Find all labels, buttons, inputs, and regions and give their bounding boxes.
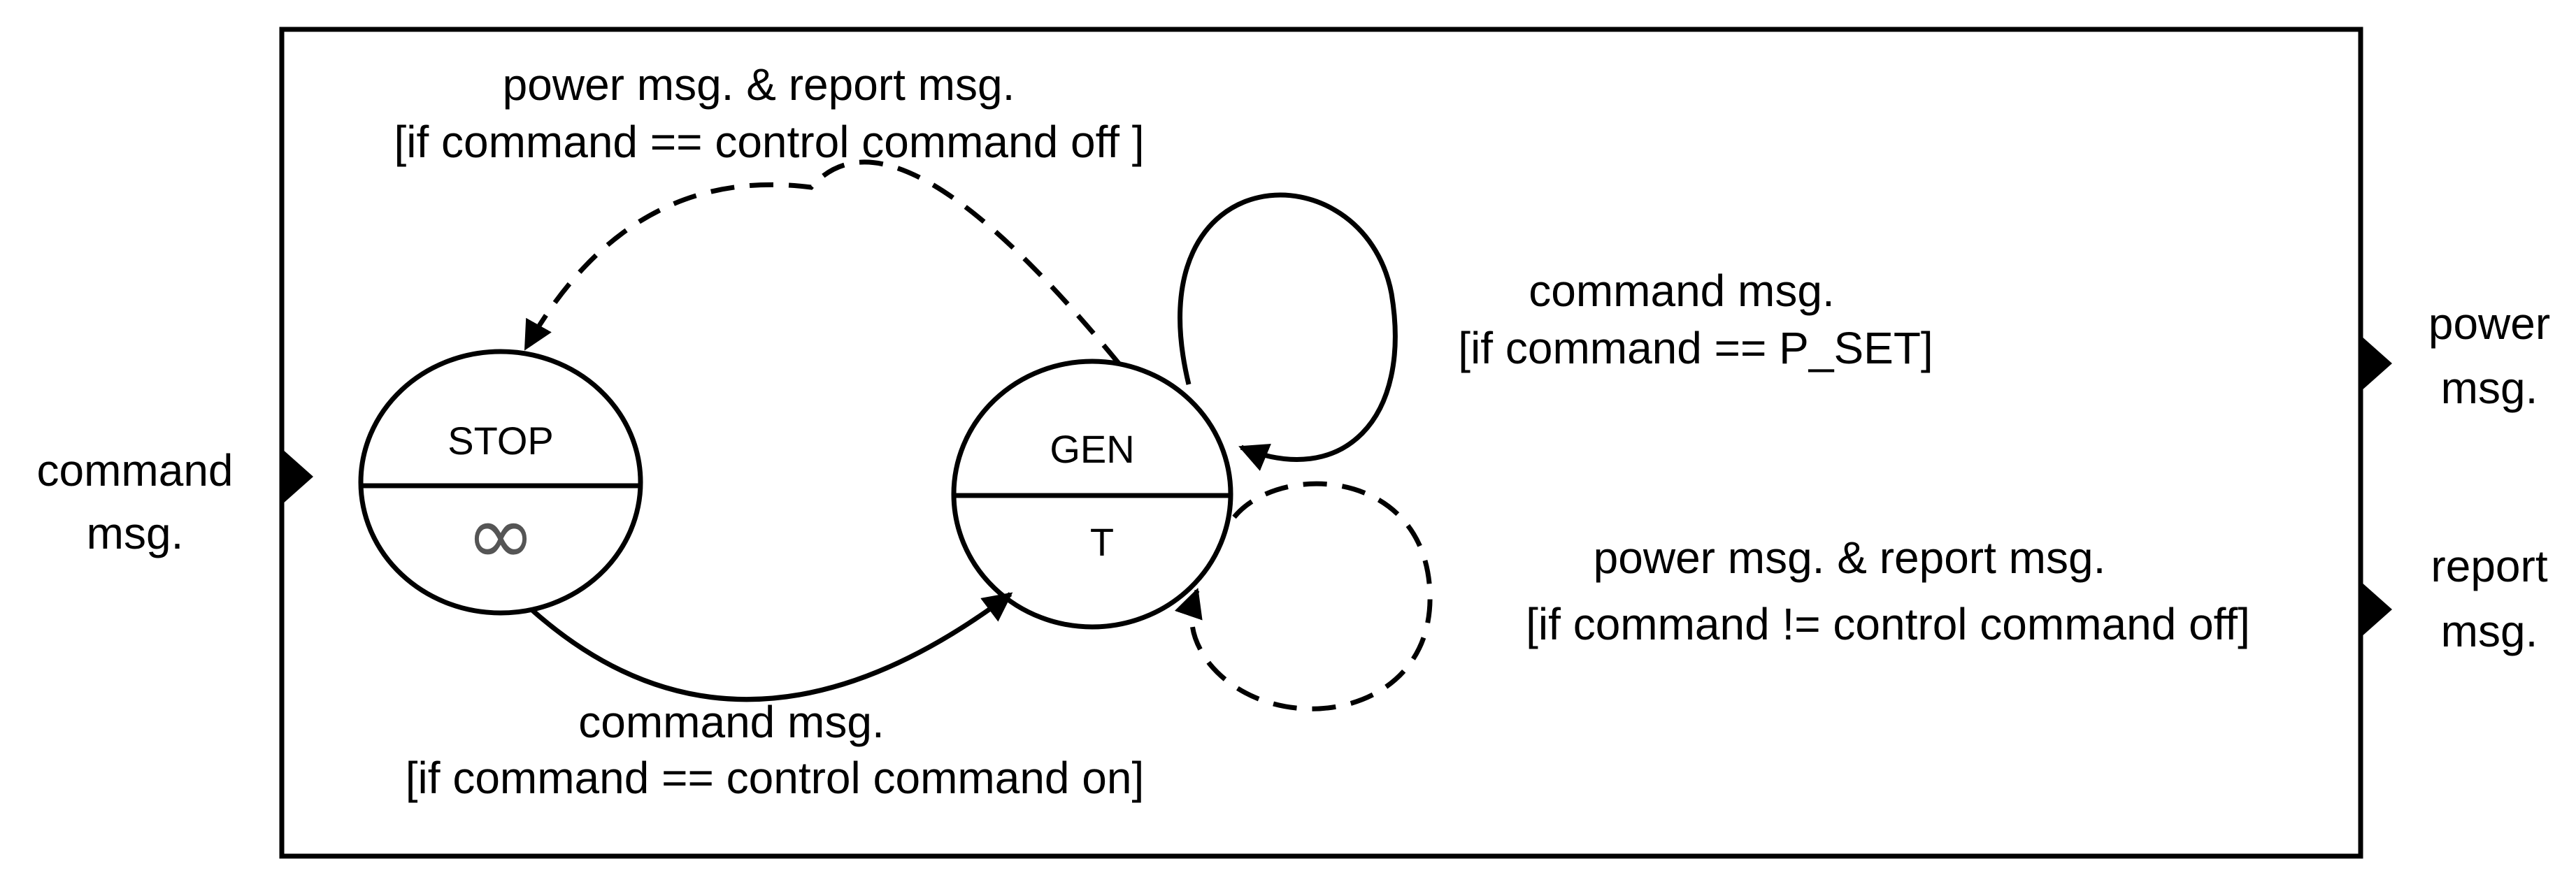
- transition-gen-self-set-label-line2: [if command == P_SET]: [1458, 323, 1933, 373]
- transition-stop-to-gen-label-line2: [if command == control command on]: [406, 753, 1145, 803]
- output-port-report-marker: [2361, 581, 2392, 637]
- transition-gen-to-stop: [523, 159, 1121, 366]
- model-boundary: [279, 27, 2363, 859]
- output-port-power-label-line1: power: [2428, 298, 2550, 349]
- input-port-label-line1: command: [37, 445, 234, 496]
- output-port-power-marker: [2361, 335, 2392, 391]
- input-port-marker: [282, 449, 313, 505]
- transition-gen-to-stop-label-line2: [if command == control command off ]: [394, 117, 1144, 167]
- transition-gen-to-stop-label-line1: power msg. & report msg.: [503, 59, 1015, 110]
- output-port-report-label-line1: report: [2431, 541, 2547, 591]
- state-stop: STOP ∞: [358, 349, 643, 616]
- transition-gen-self-set: [1178, 192, 1398, 471]
- state-stop-name: STOP: [448, 419, 553, 463]
- transition-stop-to-gen: [529, 592, 1013, 702]
- transition-gen-self-set-label-line1: command msg.: [1529, 266, 1834, 316]
- output-port-report-label-line2: msg.: [2441, 606, 2538, 656]
- transition-stop-to-gen-label-line1: command msg.: [578, 697, 884, 747]
- output-port-power-label-line2: msg.: [2441, 363, 2538, 413]
- state-stop-time: ∞: [466, 487, 536, 584]
- transition-gen-self-out-label-line1: power msg. & report msg.: [1594, 533, 2106, 583]
- input-port-label-line2: msg.: [87, 508, 184, 558]
- transition-gen-self-out-label-line2: [if command != control command off]: [1526, 599, 2250, 649]
- state-gen: GEN T: [951, 359, 1233, 630]
- state-gen-name: GEN: [1050, 427, 1134, 471]
- state-gen-time: T: [1090, 520, 1114, 564]
